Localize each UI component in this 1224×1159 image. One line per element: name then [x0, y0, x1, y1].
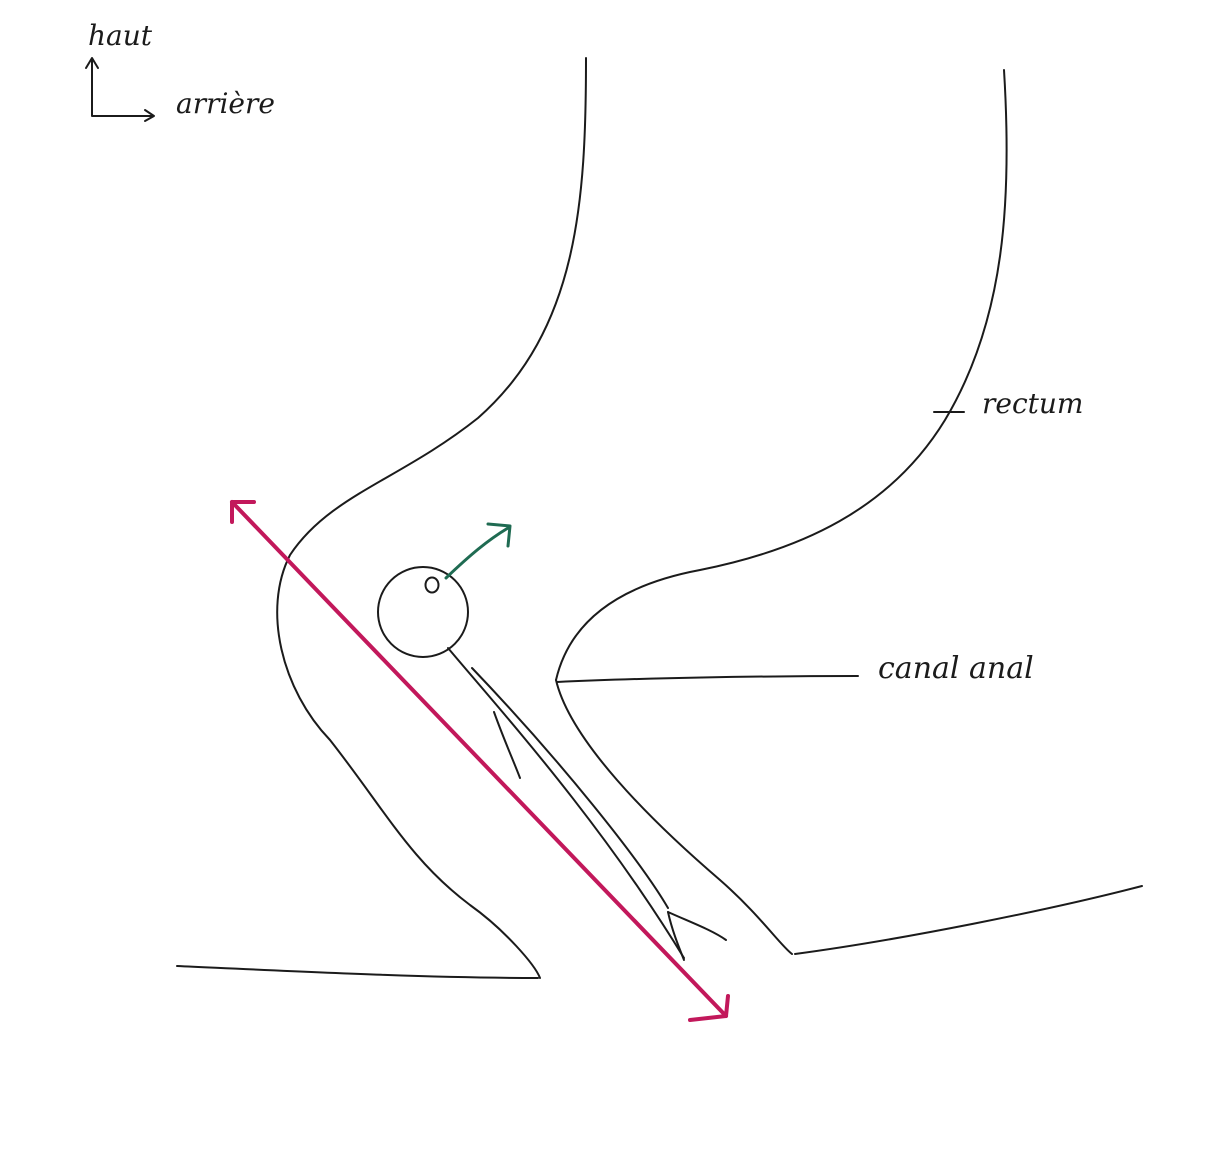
label-canal-anal: canal anal: [878, 651, 1034, 686]
channel-line-right: [471, 667, 669, 909]
up-arrowhead: [85, 57, 99, 69]
inner-faint-line: [493, 711, 521, 779]
rectum-posterior-wall: [555, 69, 1008, 681]
axis-double-arrow: [230, 500, 730, 1022]
canal-anal-leader-line: [556, 675, 859, 683]
anterior-outline: [276, 57, 587, 979]
orientation-indicator: [85, 57, 155, 122]
posterior-base-line: [794, 885, 1143, 955]
right-arrowhead: [144, 109, 155, 122]
channel-fork-branch: [667, 911, 727, 941]
label-haut: haut: [88, 19, 153, 52]
orientation-axes: [91, 59, 153, 117]
anterior-base-line: [176, 965, 539, 979]
small-circle-marker: [424, 576, 440, 594]
label-rectum: rectum: [982, 387, 1084, 420]
anal-canal-wall: [555, 679, 793, 955]
channel-fork-stem: [667, 911, 685, 961]
label-arriere: arrière: [176, 87, 275, 120]
channel-line-left: [447, 647, 685, 959]
direction-arrow: [444, 522, 512, 580]
circle-structure: [377, 566, 469, 658]
